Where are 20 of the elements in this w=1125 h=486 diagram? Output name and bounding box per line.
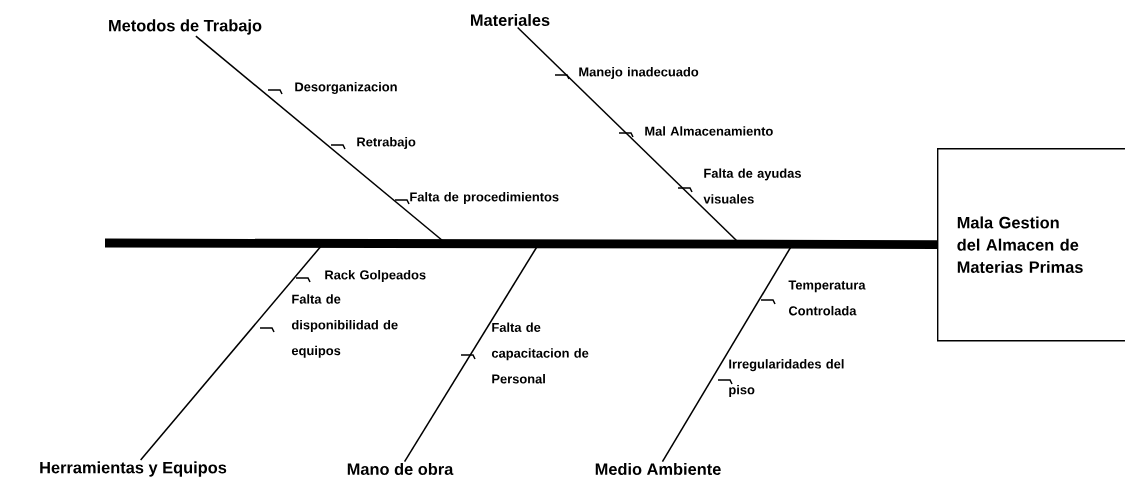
spine-line (105, 238, 937, 249)
cause-label: Falta de disponibilidad de equipos (291, 294, 398, 358)
cause-label: Desorganizacion (295, 81, 397, 95)
cause-label: Falta de capacitacion de Personal (491, 322, 589, 384)
category-label: Metodos de Trabajo (109, 19, 262, 35)
cause-label: Mal Almacenamiento (645, 126, 773, 136)
cause-label: Temperatura Controlada (788, 280, 866, 316)
category-label: Materiales (471, 13, 550, 26)
category-label: Medio Ambiente (595, 462, 721, 475)
bone-line (516, 26, 738, 242)
cause-label: Retrabajo (357, 137, 416, 149)
cause-label: Falta de procedimientos (410, 192, 559, 204)
bone-line (195, 35, 444, 242)
cause-label: Manejo inadecuado (579, 67, 699, 79)
cause-label: Rack Golpeados (325, 270, 426, 282)
category-label: Herramientas y Equipos (40, 461, 227, 477)
cause-label: Falta de ayudas visuales (703, 168, 801, 204)
cause-label: Irregularidades del piso (729, 359, 844, 397)
category-label: Mano de obra (347, 462, 454, 475)
effect-box: Mala Gestion del Almacen de Materias Primas (937, 148, 1125, 342)
